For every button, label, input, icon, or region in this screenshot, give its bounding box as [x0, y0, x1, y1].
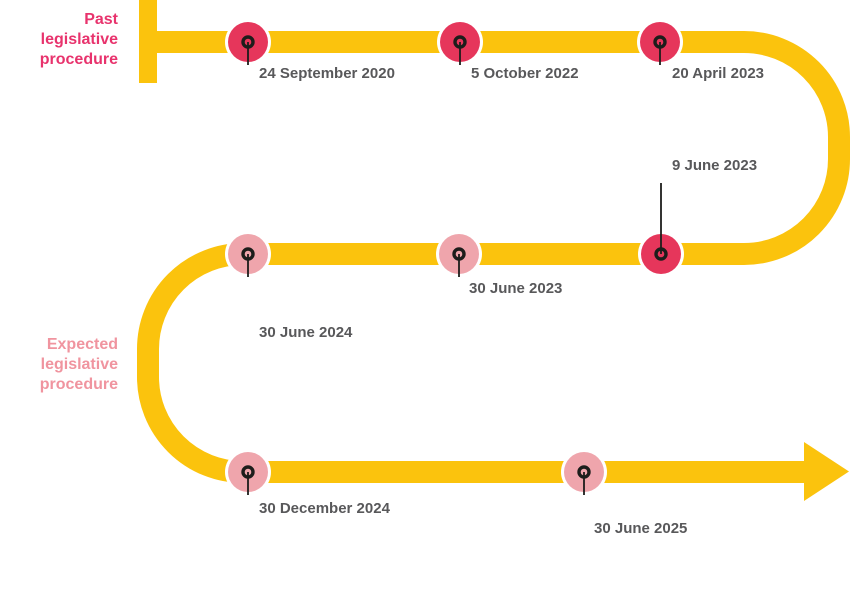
pin-marker-9-june-2023: [638, 183, 684, 277]
past-procedure-label-line: Past: [84, 11, 118, 28]
event-date-30-june-2024: 30 June 2024: [259, 324, 353, 341]
event-date-30-december-2024: 30 December 2024: [259, 500, 390, 517]
expected-procedure-label: Expected legislative procedure: [14, 335, 118, 395]
pin-marker-5-october-2022: [437, 19, 483, 65]
past-procedure-label: Past legislative procedure: [14, 10, 118, 70]
expected-procedure-label-line: Expected: [46, 336, 118, 353]
pin-marker-30-june-2024: [225, 231, 271, 277]
track-arrowhead-icon: [804, 442, 849, 501]
event-date-9-june-2023: 9 June 2023: [672, 157, 758, 174]
event-date-20-april-2023: 20 April 2023: [672, 65, 764, 82]
pin-marker-30-december-2024: [225, 449, 271, 495]
past-procedure-label-line: procedure: [39, 51, 118, 68]
event-date-5-october-2022: 5 October 2022: [471, 65, 579, 82]
pin-marker-24-september-2020: [225, 19, 271, 65]
pin-marker-20-april-2023: [637, 19, 683, 65]
past-procedure-label-line: legislative: [40, 31, 118, 48]
expected-procedure-label-line: legislative: [40, 356, 118, 373]
expected-procedure-label-line: procedure: [39, 376, 118, 393]
event-date-24-september-2020: 24 September 2020: [259, 65, 395, 82]
event-date-30-june-2023: 30 June 2023: [469, 280, 563, 297]
event-date-30-june-2025: 30 June 2025: [594, 520, 688, 537]
track-path: [137, 31, 850, 483]
pin-marker-30-june-2023: [436, 231, 482, 277]
pin-marker-30-june-2025: [561, 449, 607, 495]
